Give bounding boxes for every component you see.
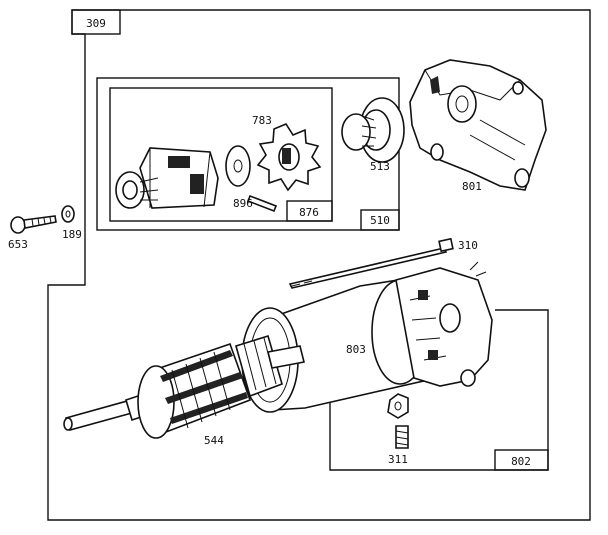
subassembly-510-box xyxy=(96,77,400,231)
part-801-label: 801 xyxy=(462,180,482,193)
washer-189-part xyxy=(61,205,75,223)
end-cap-label: 802 xyxy=(511,455,531,468)
part-311-label: 311 xyxy=(388,453,408,466)
assembly-number: 309 xyxy=(86,17,106,30)
part-513-label: 513 xyxy=(370,160,390,173)
armature-part xyxy=(63,334,305,439)
pin-part xyxy=(246,194,278,213)
part-189-label: 189 xyxy=(62,228,82,241)
part-310-label: 310 xyxy=(458,239,478,252)
pinion-gear-part xyxy=(256,123,322,192)
through-bolt-part xyxy=(288,237,454,289)
subassembly-510-tag xyxy=(360,209,400,231)
part-783-label: 783 xyxy=(252,114,272,127)
part-803-label: 803 xyxy=(346,343,366,356)
drive-end-housing-part xyxy=(409,59,547,191)
assembly-number-box xyxy=(71,9,121,35)
bearing-part xyxy=(341,97,405,163)
commutator-end-cap-part xyxy=(395,261,493,387)
starter-drive-part xyxy=(115,147,219,209)
part-544-label: 544 xyxy=(204,434,224,447)
part-653-label: 653 xyxy=(8,238,28,251)
part-896-label: 896 xyxy=(233,197,253,210)
washer-part xyxy=(225,145,251,187)
end-cap-tag xyxy=(494,449,549,471)
pinion-kit-tag xyxy=(286,200,333,222)
pinion-kit-label: 876 xyxy=(299,206,319,219)
pinion-kit-box xyxy=(109,87,333,222)
nut-part xyxy=(387,393,409,449)
bolt-653-part xyxy=(10,215,57,234)
subassembly-510-label: 510 xyxy=(370,214,390,227)
